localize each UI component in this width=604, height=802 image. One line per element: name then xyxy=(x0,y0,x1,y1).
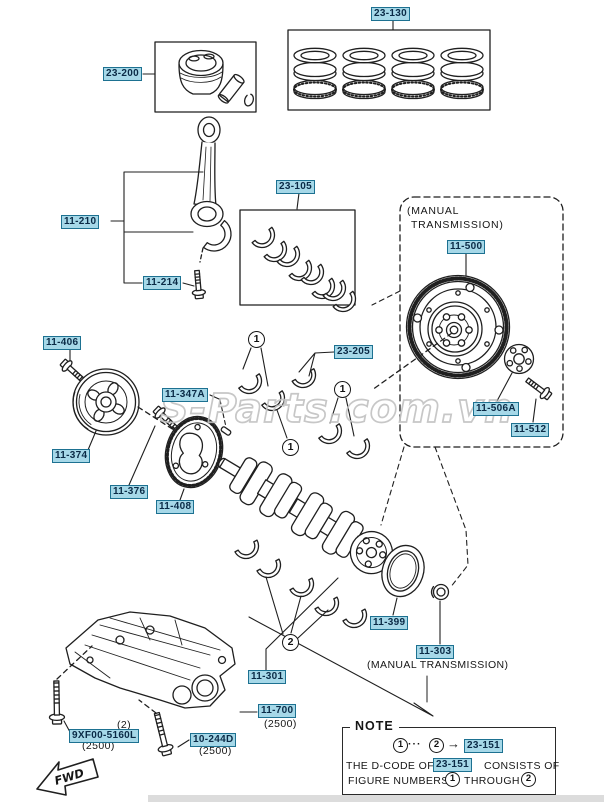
piston-drawing xyxy=(154,41,257,113)
callout-crank-pulley[interactable]: 11-374 xyxy=(52,449,91,463)
note-ref-23-151[interactable]: 23-151 xyxy=(464,739,503,753)
callout-rings-set[interactable]: 23-130 xyxy=(371,7,410,21)
callout-pan-bolt-front[interactable]: 9XF00-5160L xyxy=(69,729,140,743)
pilot-bearing-drawing xyxy=(430,583,450,601)
callout-rod-bolt[interactable]: 11-214 xyxy=(143,276,182,290)
callout-flywheel[interactable]: 11-500 xyxy=(447,240,486,254)
figure-number-2: 2 xyxy=(282,634,299,651)
callout-upper-main-bearings[interactable]: 23-205 xyxy=(334,345,373,359)
leader-lines xyxy=(63,19,537,748)
note-line3-mid: THROUGH xyxy=(464,775,520,787)
qty-2-text: (2) xyxy=(117,719,132,731)
callout-trigger-wheel[interactable]: 11-408 xyxy=(156,500,195,514)
note-ref-23-151[interactable]: 23-151 xyxy=(433,758,472,772)
callout-rear-oil-seal[interactable]: 11-399 xyxy=(370,616,409,630)
fwd-arrow xyxy=(36,758,99,796)
callout-connecting-rod[interactable]: 11-210 xyxy=(61,215,100,229)
callout-trigger-bolt[interactable]: 11-376 xyxy=(110,485,149,499)
manual-transmission-box-line2: TRANSMISSION) xyxy=(411,219,504,231)
engine-2500-text: (2500) xyxy=(199,745,232,757)
manual-transmission-inline: (MANUAL TRANSMISSION) xyxy=(367,659,509,671)
callout-drive-plate[interactable]: 11-506A xyxy=(473,402,519,416)
engine-2500-text: (2500) xyxy=(82,740,115,752)
figure-number-1: 1 xyxy=(248,331,265,348)
crankshaft-drawing xyxy=(217,457,399,575)
pulley-group-drawing xyxy=(57,356,232,489)
rear-oil-seal-drawing xyxy=(381,544,425,598)
manual-transmission-box-line1: (MANUAL xyxy=(407,205,460,217)
figure-number-1: 1 xyxy=(334,381,351,398)
note-line3-pre: FIGURE NUMBERS xyxy=(348,775,449,787)
note-line2-pre: THE D-CODE OF xyxy=(346,760,435,772)
callout-pilot-bearing[interactable]: 11-303 xyxy=(416,645,455,659)
callout-crank-key[interactable]: 11-347A xyxy=(162,388,208,402)
callout-piston[interactable]: 23-200 xyxy=(103,67,142,81)
callout-flywheel-bolt[interactable]: 11-512 xyxy=(511,423,550,437)
engine-2500-text: (2500) xyxy=(264,718,297,730)
rod-bearings-drawing xyxy=(239,209,362,318)
figure-number-1: 1 xyxy=(282,439,299,456)
connecting-rod-drawing xyxy=(189,116,232,300)
note-dots: ··· xyxy=(408,738,422,750)
callout-rod-bearings[interactable]: 23-105 xyxy=(276,180,315,194)
oil-pan-drawing xyxy=(48,611,236,758)
note-figure-number-1: 1 xyxy=(445,772,460,787)
note-title: NOTE xyxy=(350,719,399,733)
callout-crankshaft[interactable]: 11-301 xyxy=(248,670,287,684)
note-figure-number-1: 1 xyxy=(393,738,408,753)
note-arrow-icon: → xyxy=(447,736,461,751)
note-figure-number-2: 2 xyxy=(521,772,536,787)
note-figure-number-2: 2 xyxy=(429,738,444,753)
callout-pan-bolt-rear[interactable]: 10-244D xyxy=(190,733,237,747)
callout-pulley-bolt[interactable]: 11-406 xyxy=(43,336,82,350)
piston-rings-set-drawing xyxy=(287,29,491,111)
bottom-bar xyxy=(148,795,604,802)
callout-oil-pan[interactable]: 11-700 xyxy=(258,704,297,718)
note-line2-post: CONSISTS OF xyxy=(484,760,560,772)
flywheel-group-drawing xyxy=(371,196,564,448)
note-box xyxy=(342,727,556,795)
